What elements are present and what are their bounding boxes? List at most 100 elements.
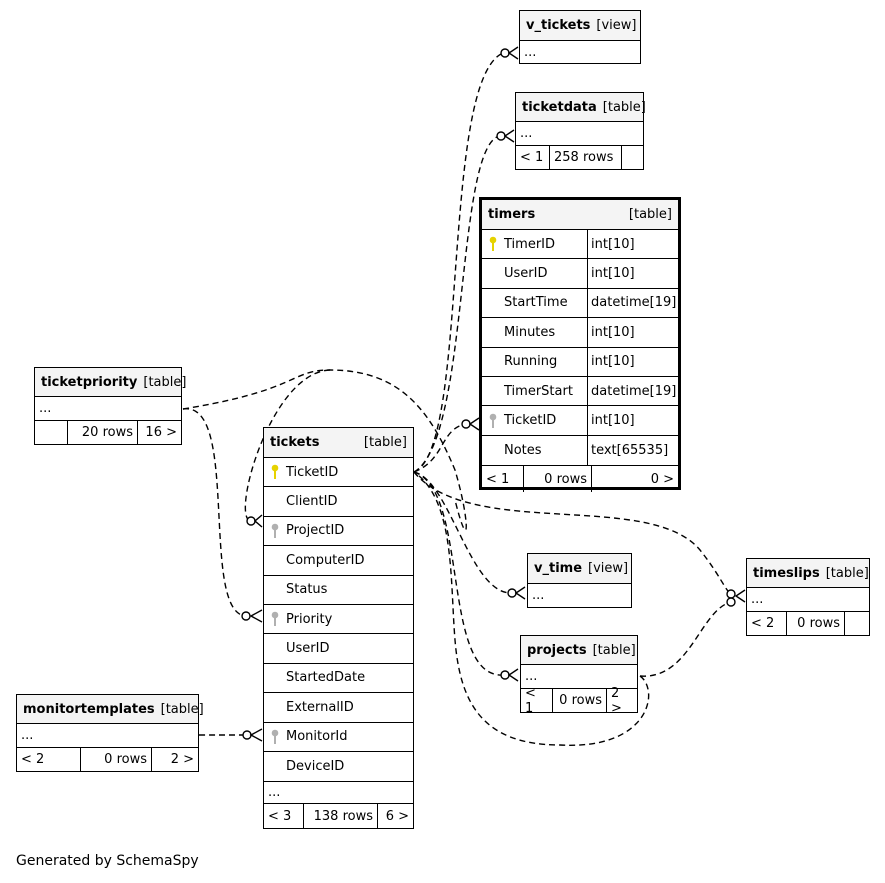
column-type: datetime[19]	[587, 288, 678, 318]
table-name: v_time	[534, 561, 583, 576]
table-footer: < 3 138 rows 6 >	[264, 804, 413, 829]
ellipsis: ...	[17, 724, 198, 748]
column-name: Running	[504, 354, 558, 370]
table-footer: 20 rows 16 >	[35, 421, 181, 444]
ellipsis: ...	[264, 781, 413, 805]
column-name-cell: TicketID	[482, 406, 587, 434]
table-footer: < 1 258 rows	[516, 146, 643, 169]
column-type: text[65535]	[587, 435, 678, 466]
row-count: 20 rows	[68, 421, 138, 444]
row-count: 0 rows	[524, 466, 592, 493]
table-kind: [table]	[143, 374, 187, 390]
foreign-key-icon	[264, 729, 286, 745]
crowfoot	[507, 668, 519, 682]
table-kind: [table]	[160, 701, 204, 717]
column-name: Notes	[504, 442, 542, 458]
rel-tickets-timeslips	[413, 471, 732, 595]
column-name-cell: Priority	[264, 605, 413, 633]
primary-key-icon	[264, 464, 286, 480]
column-name: DeviceID	[286, 759, 345, 775]
rel-tickets-v_tickets	[413, 52, 504, 473]
table-header: v_time [view]	[528, 554, 631, 584]
table-ticketpriority[interactable]: ticketpriority [table] ... 20 rows 16 >	[34, 367, 186, 445]
table-kind: [table]	[825, 565, 869, 581]
table-projects[interactable]: projects [table] ... < 1 0 rows 2 >	[520, 635, 638, 716]
table-v_tickets[interactable]: v_tickets [view] ...	[519, 10, 641, 64]
column-name: TimerID	[504, 236, 556, 252]
parents-count: < 3	[264, 804, 304, 829]
rel-projectid-arc	[182, 369, 467, 531]
table-kind: [view]	[596, 18, 637, 33]
table-header: projects [table]	[521, 636, 637, 665]
column-row: StartedDate	[264, 664, 413, 694]
foreign-key-icon	[264, 611, 286, 627]
table-kind: [view]	[588, 561, 629, 576]
table-name: timeslips	[753, 565, 820, 581]
foreign-key-icon	[482, 413, 504, 429]
column-name: ClientID	[286, 494, 338, 510]
row-count: 0 rows	[553, 689, 607, 712]
table-footer: < 2 0 rows	[747, 612, 869, 635]
column-name-cell: StartedDate	[264, 664, 413, 692]
column-row: TicketID	[264, 458, 413, 488]
crowfoot	[514, 586, 526, 600]
column-name-cell: UserID	[264, 634, 413, 662]
table-kind: [table]	[592, 642, 636, 658]
ellipsis: ...	[35, 397, 181, 421]
table-timeslips[interactable]: timeslips [table] ... < 2 0 rows	[746, 558, 870, 636]
children-count	[622, 146, 643, 169]
table-name: monitortemplates	[23, 701, 155, 717]
table-name: ticketdata	[522, 99, 597, 115]
column-name: TimerStart	[504, 383, 573, 399]
column-name: Status	[286, 582, 328, 598]
column-name-cell: TicketID	[264, 458, 413, 486]
column-name-cell: ClientID	[264, 487, 413, 515]
parents-count: < 1	[516, 146, 550, 169]
table-v_time[interactable]: v_time [view] ...	[527, 553, 632, 608]
column-name-cell: ComputerID	[264, 546, 413, 574]
table-monitortemplates[interactable]: monitortemplates [table] ... < 2 0 rows …	[16, 694, 204, 772]
foreign-key-icon	[264, 523, 286, 539]
column-name: ProjectID	[286, 523, 345, 539]
column-name-cell: StartTime	[482, 289, 587, 317]
rel-projects-timeslips	[639, 601, 732, 677]
table-name: timers	[488, 207, 536, 222]
children-count: 2 >	[170, 752, 194, 767]
table-header: ticketpriority [table]	[35, 368, 186, 397]
parents-count: < 1	[521, 686, 553, 716]
column-row: ComputerID	[264, 546, 413, 576]
column-row: Notes text[65535]	[482, 435, 678, 466]
column-name: TicketID	[504, 413, 557, 429]
column-name-cell: TimerID	[482, 230, 587, 258]
rel-end-circle	[246, 516, 256, 526]
column-list: TicketID ClientID ProjectID ComputerID Statu…	[264, 458, 413, 781]
column-type: datetime[19]	[587, 376, 678, 406]
column-name-cell: DeviceID	[264, 752, 413, 781]
crowfoot	[507, 46, 519, 60]
column-name-cell: TimerStart	[482, 377, 587, 405]
table-header: timers [table]	[482, 200, 678, 230]
rel-tickets-timers	[413, 423, 466, 473]
column-row: DeviceID	[264, 752, 413, 781]
rel-end-circle	[726, 597, 736, 607]
rel-ticketpriority-tickets-priority	[182, 408, 246, 617]
row-count: 0 rows	[787, 612, 845, 635]
table-name: v_tickets	[526, 18, 591, 33]
column-name: UserID	[286, 641, 330, 657]
column-name-cell: Status	[264, 576, 413, 604]
crowfoot	[503, 129, 515, 143]
column-name: StartedDate	[286, 670, 366, 686]
children-count	[845, 612, 869, 635]
rel-tickets-projectid	[244, 369, 331, 522]
table-ticketdata[interactable]: ticketdata [table] ... < 1 258 rows	[515, 92, 646, 170]
ellipsis: ...	[521, 665, 637, 689]
